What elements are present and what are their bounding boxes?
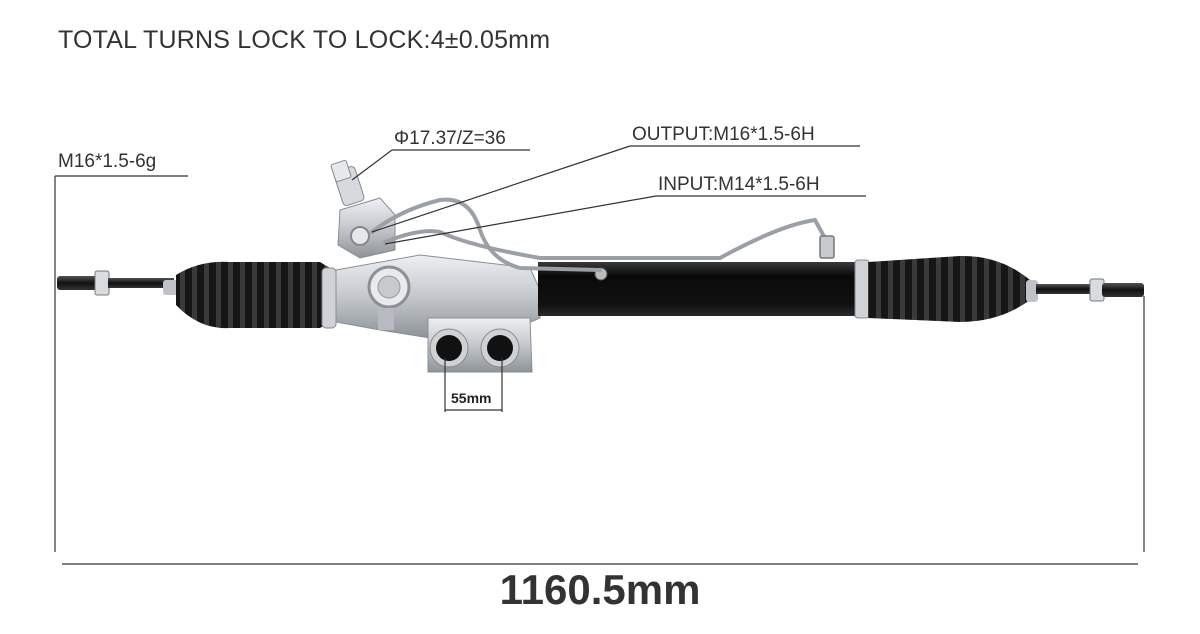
mount-spacing-label: 55mm bbox=[451, 390, 492, 406]
right-tie-rod bbox=[1036, 278, 1144, 302]
pinion-spline-label: Φ17.37/Z=36 bbox=[394, 128, 506, 149]
output-port-label: OUTPUT:M16*1.5-6H bbox=[632, 124, 815, 145]
rack-cylinder-tube bbox=[538, 259, 870, 319]
overall-length-label: 1160.5mm bbox=[499, 566, 701, 613]
tie-rod-thread-label: M16*1.5-6g bbox=[58, 151, 157, 172]
dimension-lines bbox=[54, 145, 1145, 565]
hydraulic-lines bbox=[370, 197, 835, 272]
total-turns-label: TOTAL TURNS LOCK TO LOCK:4±0.05mm bbox=[58, 26, 551, 54]
left-bellows-boot bbox=[176, 261, 337, 329]
valve-housing bbox=[330, 159, 541, 339]
right-bellows-boot bbox=[868, 255, 1038, 322]
input-port-label: INPUT:M14*1.5-6H bbox=[658, 174, 820, 195]
mounting-bushings bbox=[427, 317, 533, 373]
left-tie-rod bbox=[57, 270, 181, 296]
